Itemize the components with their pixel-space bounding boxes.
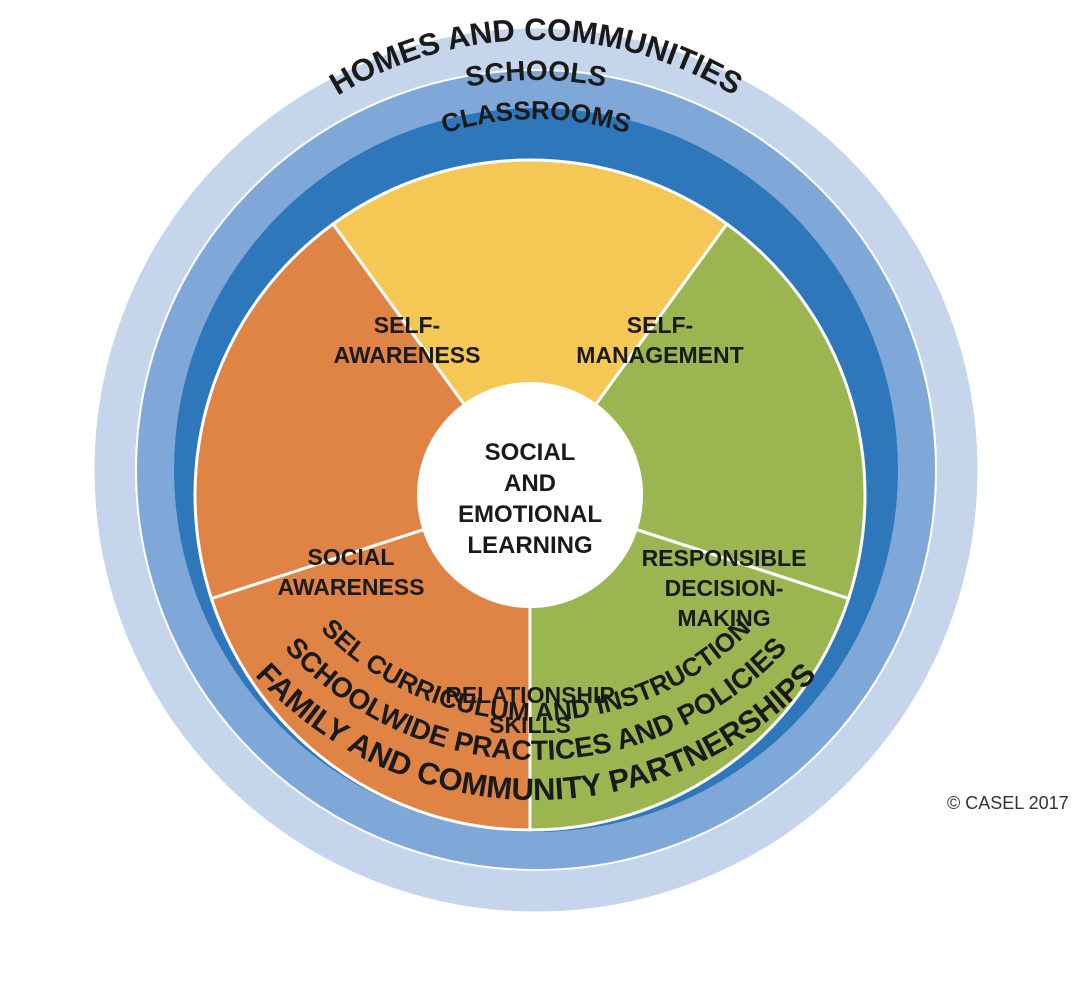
competency-self-awareness: SELF- AWARENESS xyxy=(334,312,481,368)
center-hub xyxy=(417,382,643,608)
copyright-notice: © CASEL 2017 xyxy=(947,793,1069,813)
responsible-decision-making-line-1: RESPONSIBLE xyxy=(642,545,807,571)
segment-responsible-decision-making xyxy=(330,158,730,498)
social-awareness-line-2: AWARENESS xyxy=(278,574,425,600)
relationship-skills-line-1: RELATIONSHIP xyxy=(445,682,615,708)
competency-social-awareness: SOCIAL AWARENESS xyxy=(278,544,425,600)
self-management-line-1: SELF- xyxy=(627,312,693,338)
relationship-skills-line-2: SKILLS xyxy=(489,712,571,738)
segment-self-awareness xyxy=(209,492,532,832)
competency-relationship-skills: RELATIONSHIP SKILLS xyxy=(445,682,615,738)
center-label: SOCIAL AND EMOTIONAL LEARNING xyxy=(458,439,602,559)
center-label-line-1: SOCIAL xyxy=(485,439,576,466)
center-label-line-4: LEARNING xyxy=(467,532,592,559)
competency-self-management: SELF- MANAGEMENT xyxy=(576,312,743,368)
social-awareness-line-1: SOCIAL xyxy=(308,544,395,570)
competency-responsible-decision-making: RESPONSIBLE DECISION- MAKING xyxy=(642,545,807,631)
responsible-decision-making-line-3: MAKING xyxy=(677,605,770,631)
self-awareness-line-1: SELF- xyxy=(374,312,440,338)
center-label-line-2: AND xyxy=(504,470,556,497)
self-awareness-line-2: AWARENESS xyxy=(334,342,481,368)
segment-social-awareness xyxy=(528,492,851,832)
self-management-line-2: MANAGEMENT xyxy=(576,342,743,368)
responsible-decision-making-line-2: DECISION- xyxy=(665,575,784,601)
center-label-line-3: EMOTIONAL xyxy=(458,501,602,528)
